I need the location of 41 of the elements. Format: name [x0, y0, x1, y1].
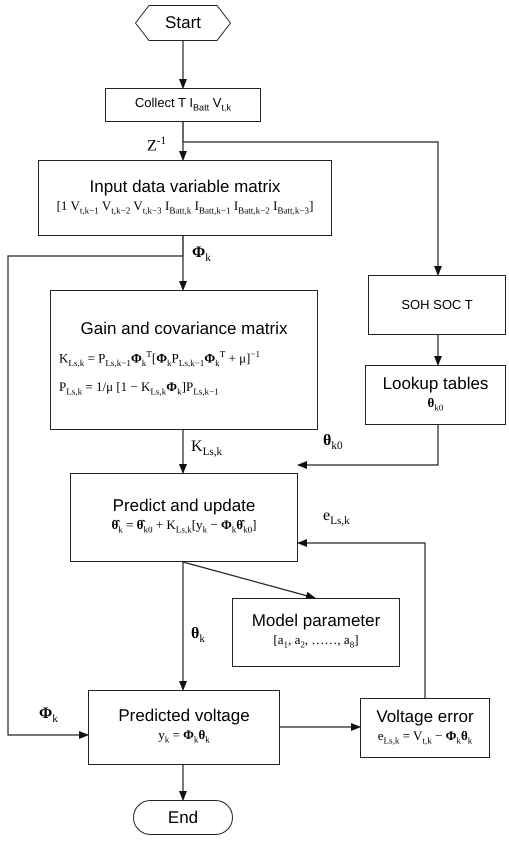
process-box [365, 365, 506, 425]
arrow [182, 122, 442, 276]
arrow [280, 723, 361, 731]
formula: y$_{k}$ = Φ$_{k}$θ$_{k}$ [158, 726, 210, 747]
process-box [360, 698, 490, 758]
arrow [179, 562, 187, 691]
formula: θ$_{k0}$ [428, 394, 444, 414]
arrow [434, 335, 442, 366]
process-box [105, 88, 261, 122]
process-box [38, 160, 332, 236]
formula: e$_{Ls,k}$ = V$_{t,k}$ − Φ$_{k}$θ$_{k}$ [378, 726, 472, 748]
box-title: Predict and update [112, 496, 256, 516]
box-title: Model parameter [252, 611, 380, 632]
start-terminal [135, 5, 231, 41]
arrow [7, 236, 184, 739]
arrow [297, 539, 426, 698]
arrow [182, 561, 316, 600]
process-box [70, 473, 298, 562]
formula: P$_{Ls,k}$ = 1/μ [1 − K$_{Ls,k}$Φ$_{k}$]P$_{Ls,k−1}$ [58, 378, 219, 399]
formula: [1 V$_{t,k−1}$ V$_{t,k−2}$ V$_{t,k−3}$ I$_{Batt,k}$ I$_{Batt,k−1}$ I$_{Batt,k−2}$ I$_{Batt,k−3}$] [56, 196, 314, 218]
process-box [88, 690, 280, 765]
box-title: Input data variable matrix [90, 176, 280, 197]
arrow [179, 765, 187, 801]
arrow [297, 425, 439, 469]
end-terminal [133, 800, 233, 835]
process-box [368, 275, 506, 335]
formula: θ̂$_{k}$ = θ̂$_{k0}$ + K$_{Ls,k}$[y$_{k}$ − Φ$_{k}$θ̂$_{k0}$] [111, 516, 257, 537]
process-box [232, 598, 400, 667]
process-box [50, 290, 318, 430]
box-text: SOH SOC T [401, 296, 473, 314]
box-title: Predicted voltage [118, 706, 250, 726]
box-title: Start [165, 13, 201, 33]
arrow [179, 430, 187, 474]
box-title: Lookup tables [382, 374, 488, 394]
formula: [a$_{1}$, a$_{2}$, ……, a$_{8}$] [273, 631, 359, 652]
box-title: End [168, 808, 198, 828]
box-title: Voltage error [376, 706, 474, 727]
formula: K$_{Ls,k}$ = P$_{Ls,k−1}$Φ$_{k}$$^{T}$[Φ$_{k}$P$_{Ls,k−1}$Φ$_{k}$$^{T}$ + μ]$^{−1}$ [58, 348, 260, 370]
arrow [179, 41, 187, 89]
box-text: Collect T I$_{Batt}$ V$_{t,k}$ [134, 94, 232, 114]
box-title: Gain and covariance matrix [80, 319, 288, 340]
